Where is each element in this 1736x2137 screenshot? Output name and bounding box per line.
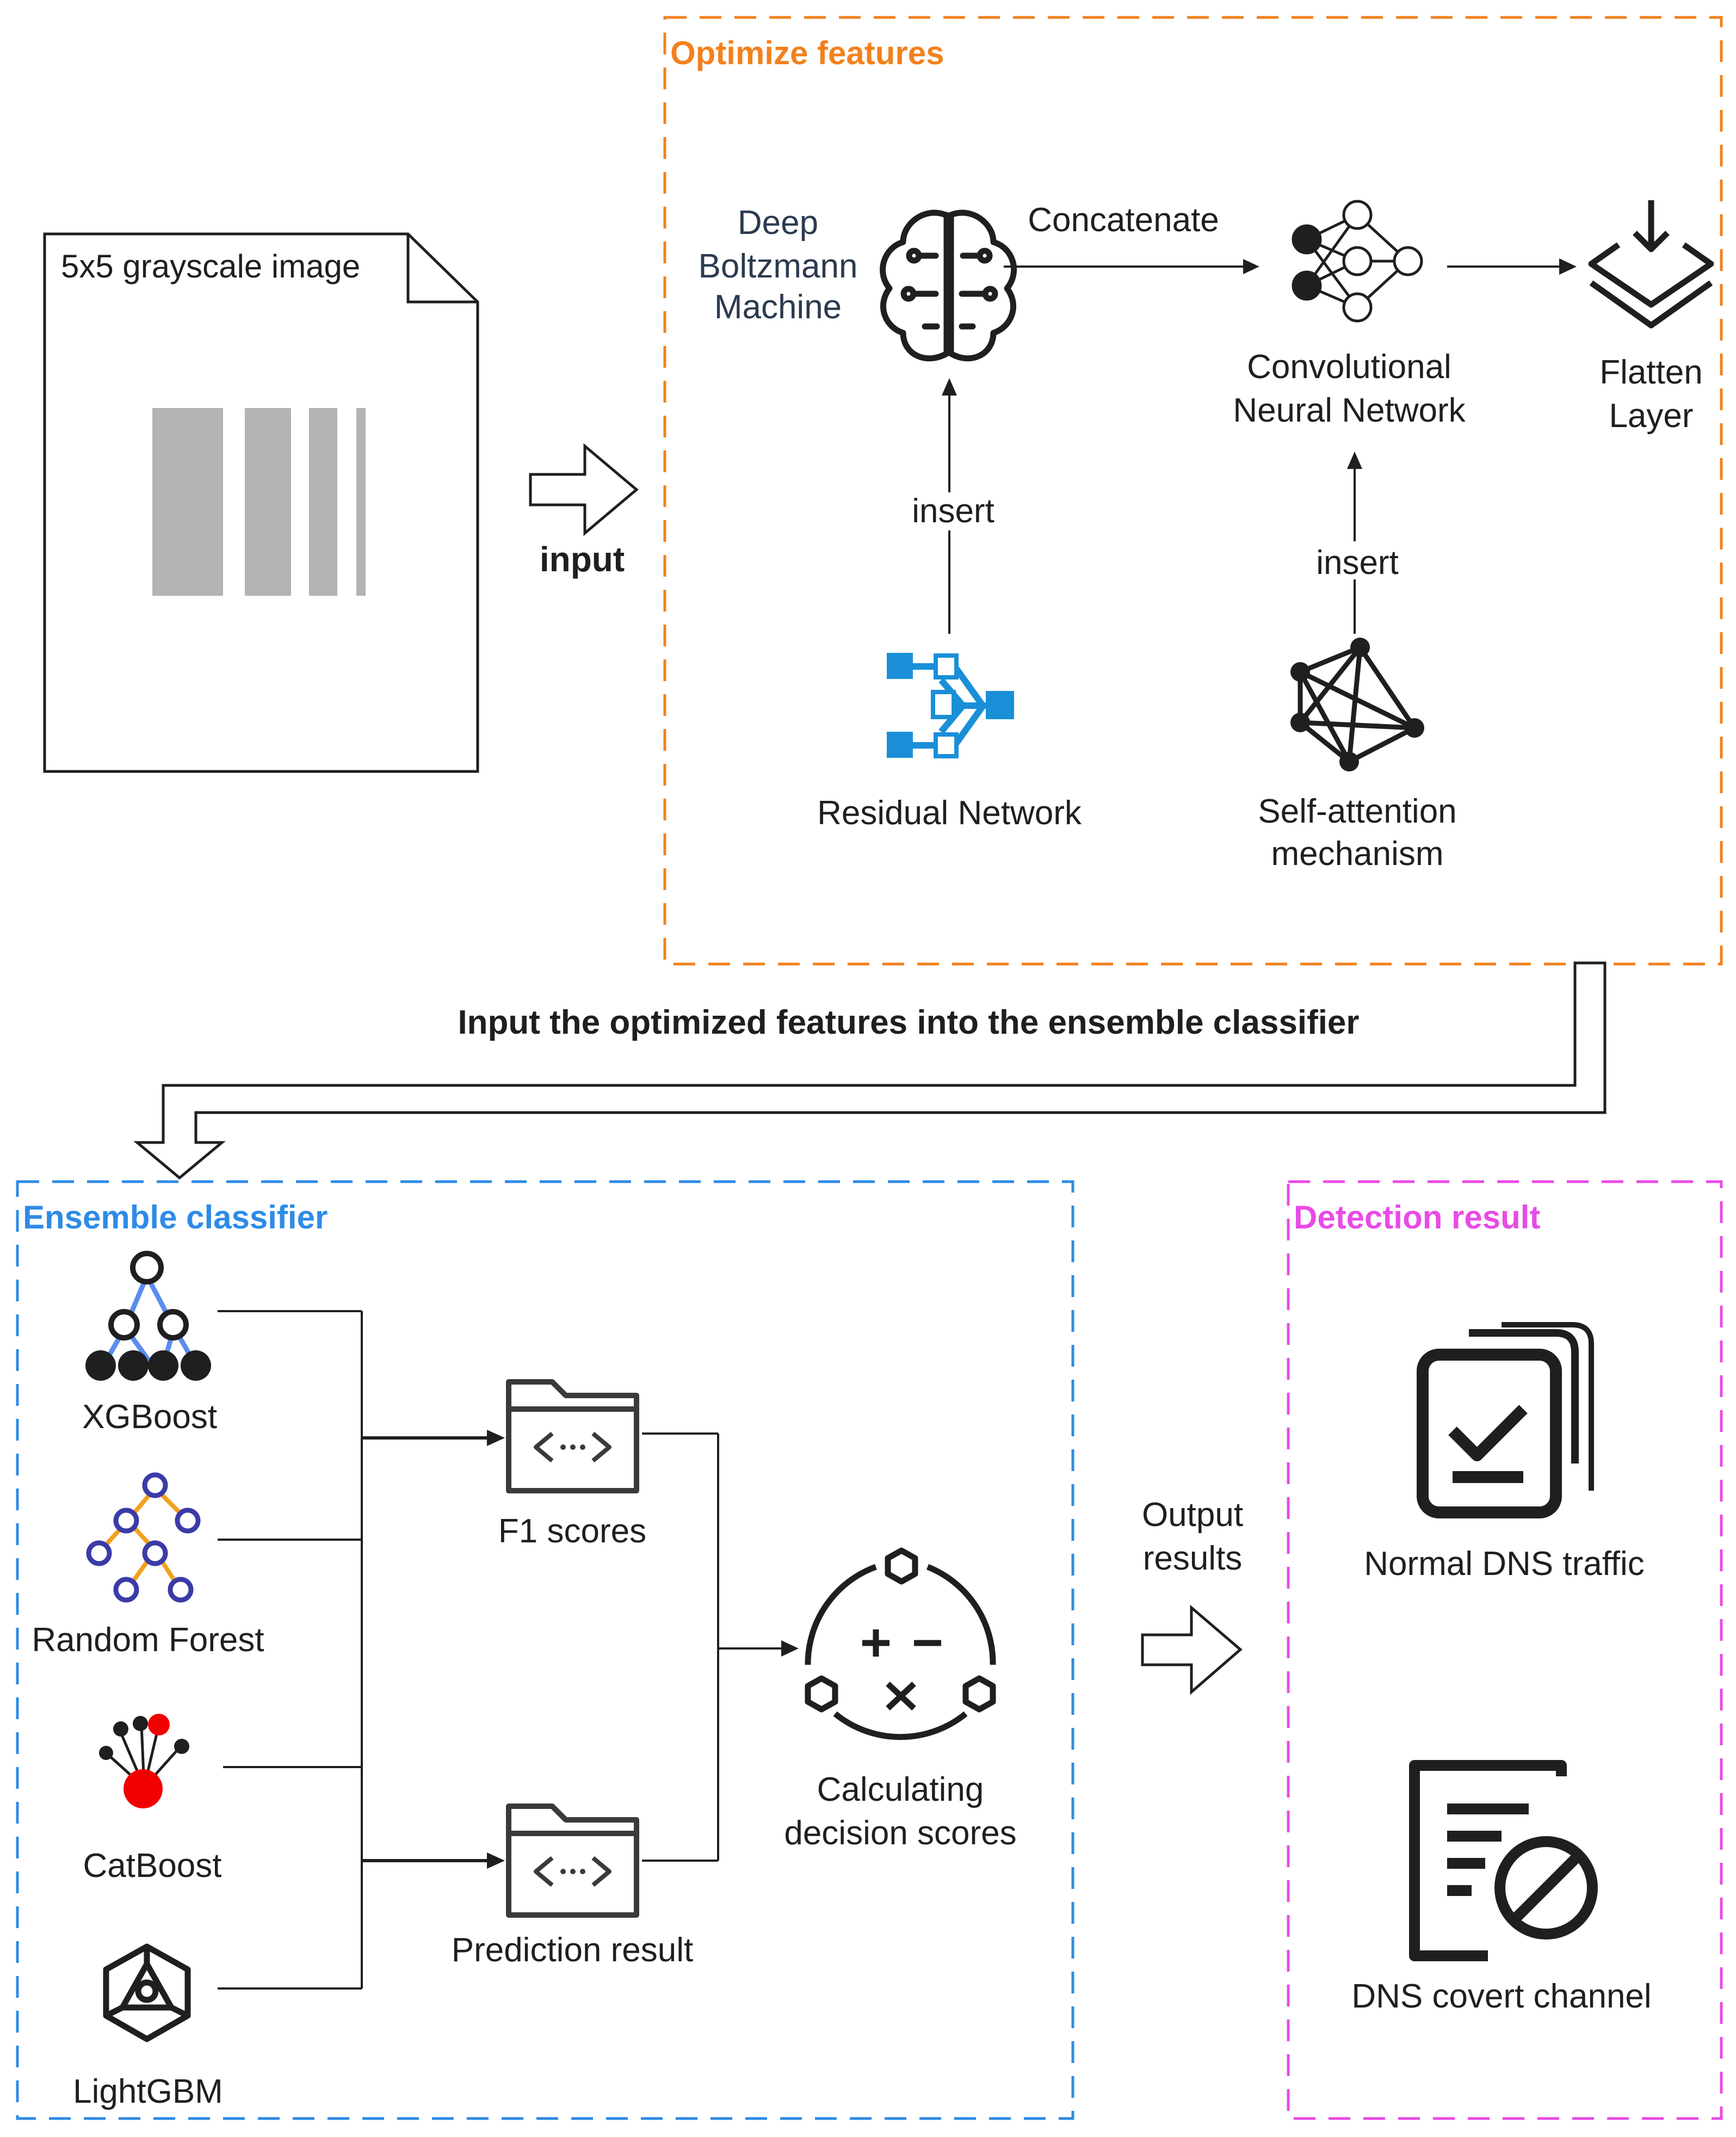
grayscale-bars	[152, 408, 366, 596]
model-label: CatBoost	[83, 1847, 221, 1885]
cnn-label: Convolutional Neural Network	[1233, 348, 1466, 429]
detection-result-box: Detection result	[1287, 1180, 1723, 2120]
svg-text:Deep: Deep	[738, 204, 818, 242]
arrowhead-f1	[487, 1430, 505, 1446]
code-folder-icon	[506, 1804, 639, 1918]
svg-text:Boltzmann: Boltzmann	[699, 248, 858, 285]
input-image-document: 5x5 grayscale image	[43, 232, 479, 773]
svg-text:mechanism: mechanism	[1271, 835, 1444, 873]
input-arrow: input	[529, 443, 639, 579]
ensemble-title: Ensemble classifier	[23, 1199, 328, 1236]
ensemble-classifier-box: Ensemble classifier	[16, 1180, 1074, 2120]
svg-text:Self-attention: Self-attention	[1258, 793, 1456, 830]
cnn-to-flatten-arrow	[1447, 258, 1577, 275]
concatenate-arrow: Concatenate	[1004, 201, 1259, 274]
xgboost-icon	[85, 1251, 211, 1381]
neural-network-icon	[1292, 200, 1423, 323]
svg-text:Machine: Machine	[714, 288, 842, 326]
calculator-hexagon-icon	[805, 1547, 996, 1740]
model-label: Random Forest	[32, 1621, 264, 1659]
model-label: XGBoost	[82, 1398, 217, 1436]
input-arrow-label: input	[540, 540, 625, 579]
optimize-features-box: Optimize features	[663, 16, 1723, 966]
output-arrow: Output results	[1141, 1496, 1243, 1695]
prediction-result-label: Prediction result	[452, 1931, 694, 1969]
arrowhead-calc	[781, 1640, 799, 1657]
self-attention-label: Self-attention mechanism	[1258, 793, 1456, 873]
output-label-2: results	[1143, 1540, 1243, 1577]
optimize-features-title: Optimize features	[670, 35, 944, 71]
insert-label-right: insert	[1316, 544, 1399, 582]
transfer-arrow: Input the optimized features into the en…	[133, 961, 1607, 1180]
calc-connectors	[642, 1432, 783, 1862]
flatten-icon	[1588, 200, 1714, 329]
lightgbm-icon	[103, 1943, 191, 2042]
catboost-icon	[99, 1714, 189, 1808]
brain-icon	[880, 209, 1017, 362]
residual-network-label: Residual Network	[817, 794, 1082, 832]
f1-scores-label: F1 scores	[498, 1512, 646, 1550]
svg-text:Flatten: Flatten	[1599, 354, 1703, 391]
insert-arrow-left: insert	[903, 378, 996, 634]
blocked-document-icon	[1409, 1760, 1598, 1961]
concatenate-label: Concatenate	[1028, 201, 1219, 239]
code-folder-icon	[506, 1379, 639, 1493]
flatten-label: Flatten Layer	[1599, 354, 1703, 435]
random-forest-icon	[86, 1472, 201, 1603]
detection-title: Detection result	[1294, 1199, 1540, 1236]
residual-network-icon	[887, 653, 1014, 758]
svg-text:decision scores: decision scores	[784, 1814, 1016, 1852]
normal-traffic-label: Normal DNS traffic	[1364, 1545, 1645, 1583]
insert-arrow-right: insert	[1308, 452, 1401, 634]
svg-text:Neural Network: Neural Network	[1233, 392, 1466, 429]
checked-document-icon	[1417, 1322, 1594, 1518]
covert-channel-label: DNS covert channel	[1351, 1978, 1651, 2015]
input-image-title: 5x5 grayscale image	[61, 248, 360, 285]
dbm-label: Deep Boltzmann Machine	[699, 204, 858, 326]
model-connectors	[218, 1310, 490, 1990]
self-attention-icon	[1290, 638, 1424, 771]
transfer-label: Input the optimized features into the en…	[458, 1004, 1359, 1041]
insert-label-left: insert	[912, 492, 994, 530]
svg-text:Calculating: Calculating	[817, 1771, 984, 1808]
calc-label: Calculating decision scores	[784, 1771, 1016, 1852]
output-label-1: Output	[1142, 1496, 1243, 1534]
svg-text:Layer: Layer	[1609, 397, 1693, 435]
model-label: LightGBM	[73, 2073, 223, 2110]
arrowhead-prediction	[487, 1852, 505, 1869]
svg-text:Convolutional: Convolutional	[1247, 348, 1451, 386]
